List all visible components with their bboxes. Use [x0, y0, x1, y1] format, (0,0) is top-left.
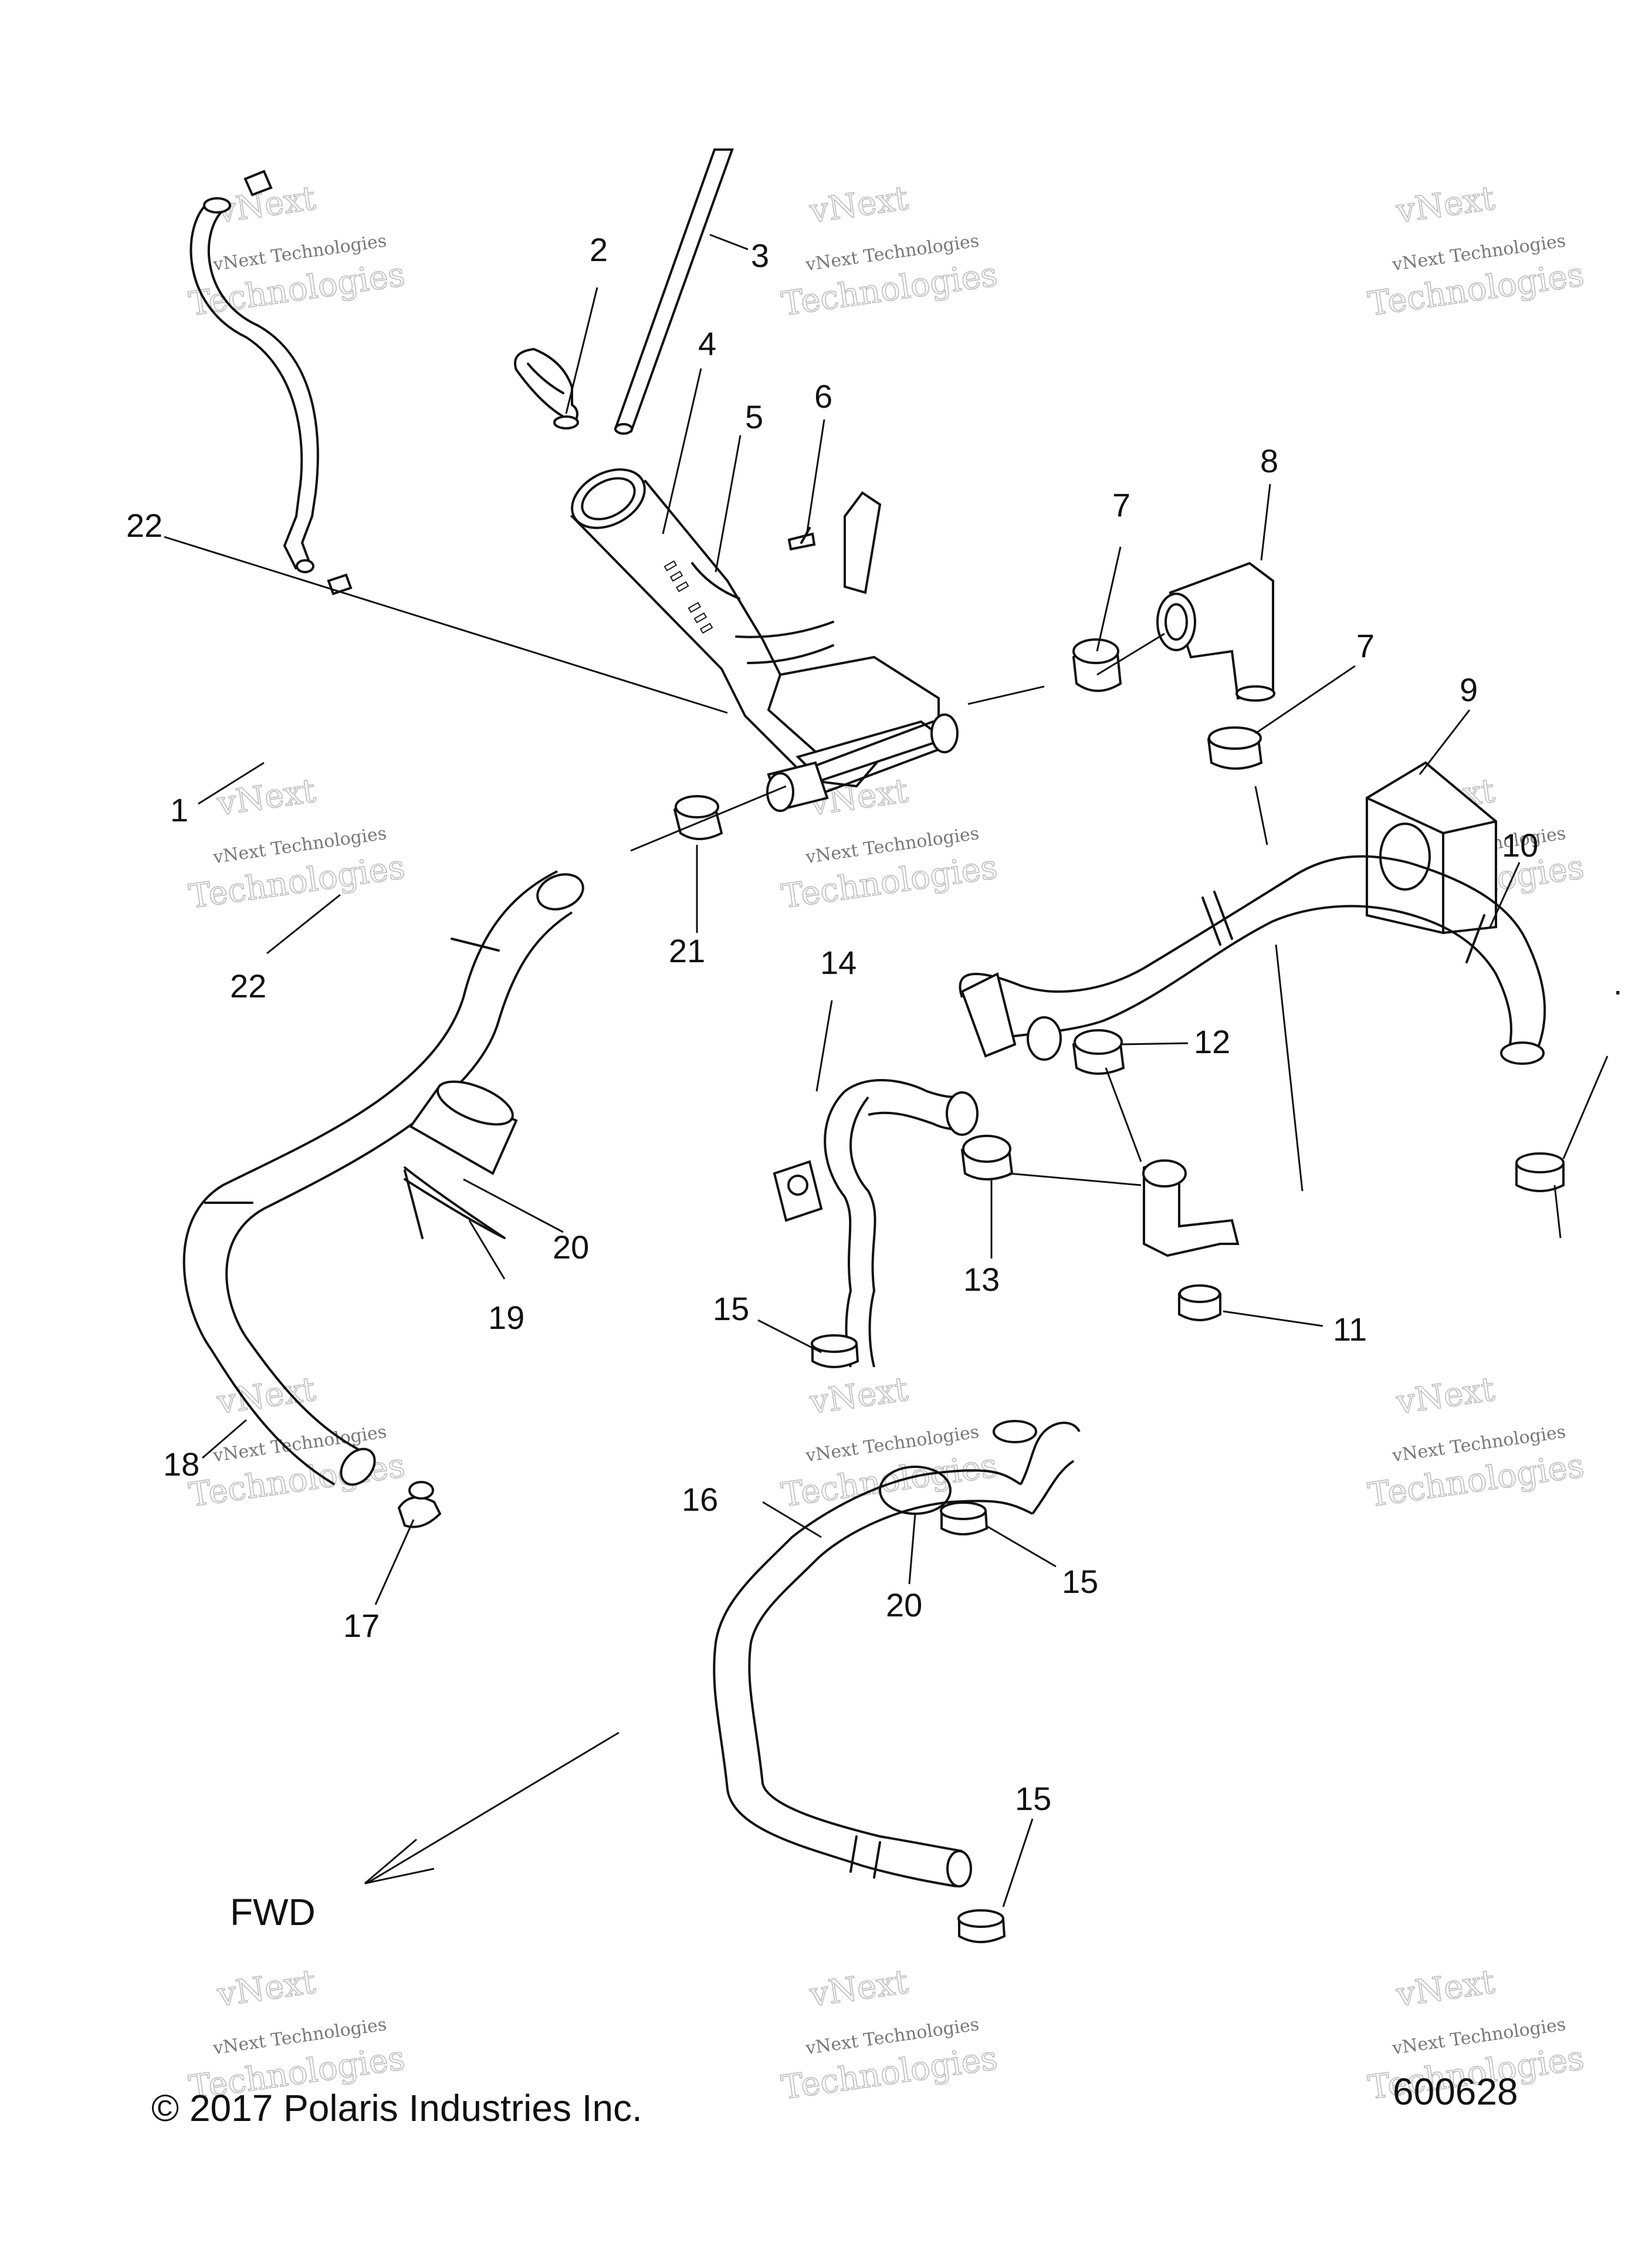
part-15-clamp-upper: [811, 1334, 859, 1368]
callout-4: 4: [698, 325, 716, 362]
part-15-clamp-lower: [957, 1909, 1006, 1943]
part-3-vent-tube: [614, 148, 734, 435]
part-15-clamp-middle: [940, 1501, 989, 1535]
part-14-hose-assembly: [773, 1079, 979, 1368]
callout-15-lower: 15: [1015, 1780, 1051, 1817]
callout-8: 8: [1260, 442, 1278, 479]
part-7-clamp-lower: [1207, 726, 1263, 770]
part-7-clamp-upper: [1072, 638, 1122, 692]
callout-6: 6: [814, 378, 832, 415]
callout-10: 10: [1502, 827, 1538, 864]
svg-text:vNext: vNext: [807, 179, 911, 231]
callout-2: 2: [590, 231, 608, 268]
callout-5: 5: [745, 398, 763, 435]
filler-neck-outlet-tee: [766, 491, 959, 812]
callout-18: 18: [163, 1446, 199, 1483]
watermarks: vNext vNext Technologies Technologies vN…: [186, 179, 1587, 2108]
fwd-arrow: [364, 1731, 620, 1885]
svg-text:vNext: vNext: [1394, 1370, 1498, 1422]
watermark-7: vNext vNext Technologies Technologies: [186, 1370, 408, 1515]
watermark-4: vNext vNext Technologies Technologies: [186, 772, 408, 917]
callout-15-middle: 15: [1062, 1563, 1098, 1600]
part-9-foam-block: [1366, 761, 1497, 935]
part-22-clamp-upper: [243, 170, 273, 197]
drawing-number: 600628: [1393, 2071, 1518, 2113]
part-12-clamp: [1072, 1029, 1125, 1075]
part-17-clamp: [397, 1481, 442, 1528]
callout-7-lower: 7: [1356, 627, 1375, 664]
svg-text:vNext: vNext: [807, 1370, 911, 1422]
watermark-3: vNext vNext Technologies Technologies: [1365, 179, 1587, 324]
callout-11: 11: [1333, 1311, 1367, 1348]
callout-20-upper: 20: [553, 1229, 589, 1266]
svg-text:vNext: vNext: [807, 1963, 911, 2014]
part-16-lower-hose: [713, 1420, 1081, 1887]
callout-22-lower: 22: [230, 967, 266, 1004]
svg-text:vNext: vNext: [215, 1963, 319, 2014]
watermark-8: vNext vNext Technologies Technologies: [778, 1370, 1000, 1515]
callout-20-lower: 20: [886, 1586, 922, 1623]
stray-mark: .: [1613, 965, 1623, 1002]
svg-text:vNext: vNext: [215, 772, 319, 823]
part-8-elbow: [1156, 561, 1275, 702]
callout-16: 16: [682, 1481, 718, 1518]
callout-numbers: 1 2 3 4 5 6 7 7 8 9 10 11 12 13 14 15 15…: [126, 231, 1623, 1817]
part-11-thermostat: [1178, 1284, 1221, 1321]
callout-15-upper: 15: [713, 1290, 749, 1327]
svg-text:vNext: vNext: [1394, 179, 1498, 231]
callout-9: 9: [1460, 671, 1478, 708]
callout-3: 3: [751, 237, 769, 274]
part-10-upper-hose: [959, 855, 1546, 1065]
part-18-long-hose: [182, 870, 584, 1486]
callout-14: 14: [820, 944, 857, 981]
part-2-radiator-cap: [514, 347, 579, 429]
part-1-bypass-hose: [189, 197, 319, 573]
part-20-hose-sleeve: [409, 1080, 518, 1175]
part-13-clamp: [960, 1135, 1014, 1180]
callout-19: 19: [488, 1299, 524, 1336]
callout-12: 12: [1194, 1023, 1230, 1060]
watermark-9: vNext vNext Technologies Technologies: [1365, 1370, 1587, 1515]
callout-22-upper: 22: [126, 507, 163, 544]
callout-7-upper: 7: [1112, 486, 1130, 523]
svg-text:vNext: vNext: [1394, 1963, 1498, 2014]
thermostat-housing: [1142, 1159, 1240, 1257]
part-6-screw: [787, 527, 816, 551]
watermark-10: vNext vNext Technologies Technologies: [186, 1963, 408, 2108]
part-21-clamp: [673, 795, 723, 840]
part-7-clamp-right: [1515, 1152, 1565, 1192]
callout-21: 21: [669, 932, 705, 969]
callout-17: 17: [343, 1607, 380, 1644]
leader-lines: [164, 234, 1609, 1907]
fwd-label: FWD: [230, 1891, 316, 1933]
copyright-notice: © 2017 Polaris Industries Inc.: [151, 2087, 642, 2129]
watermark-2: vNext vNext Technologies Technologies: [778, 179, 1000, 324]
callout-13: 13: [963, 1261, 1000, 1298]
callout-1: 1: [170, 791, 188, 828]
watermark-11: vNext vNext Technologies Technologies: [778, 1963, 1000, 2108]
part-4-5-filler-neck: ▯▯▯ ▯▯▯: [570, 468, 940, 788]
part-19-cable-tie: [404, 1166, 506, 1239]
